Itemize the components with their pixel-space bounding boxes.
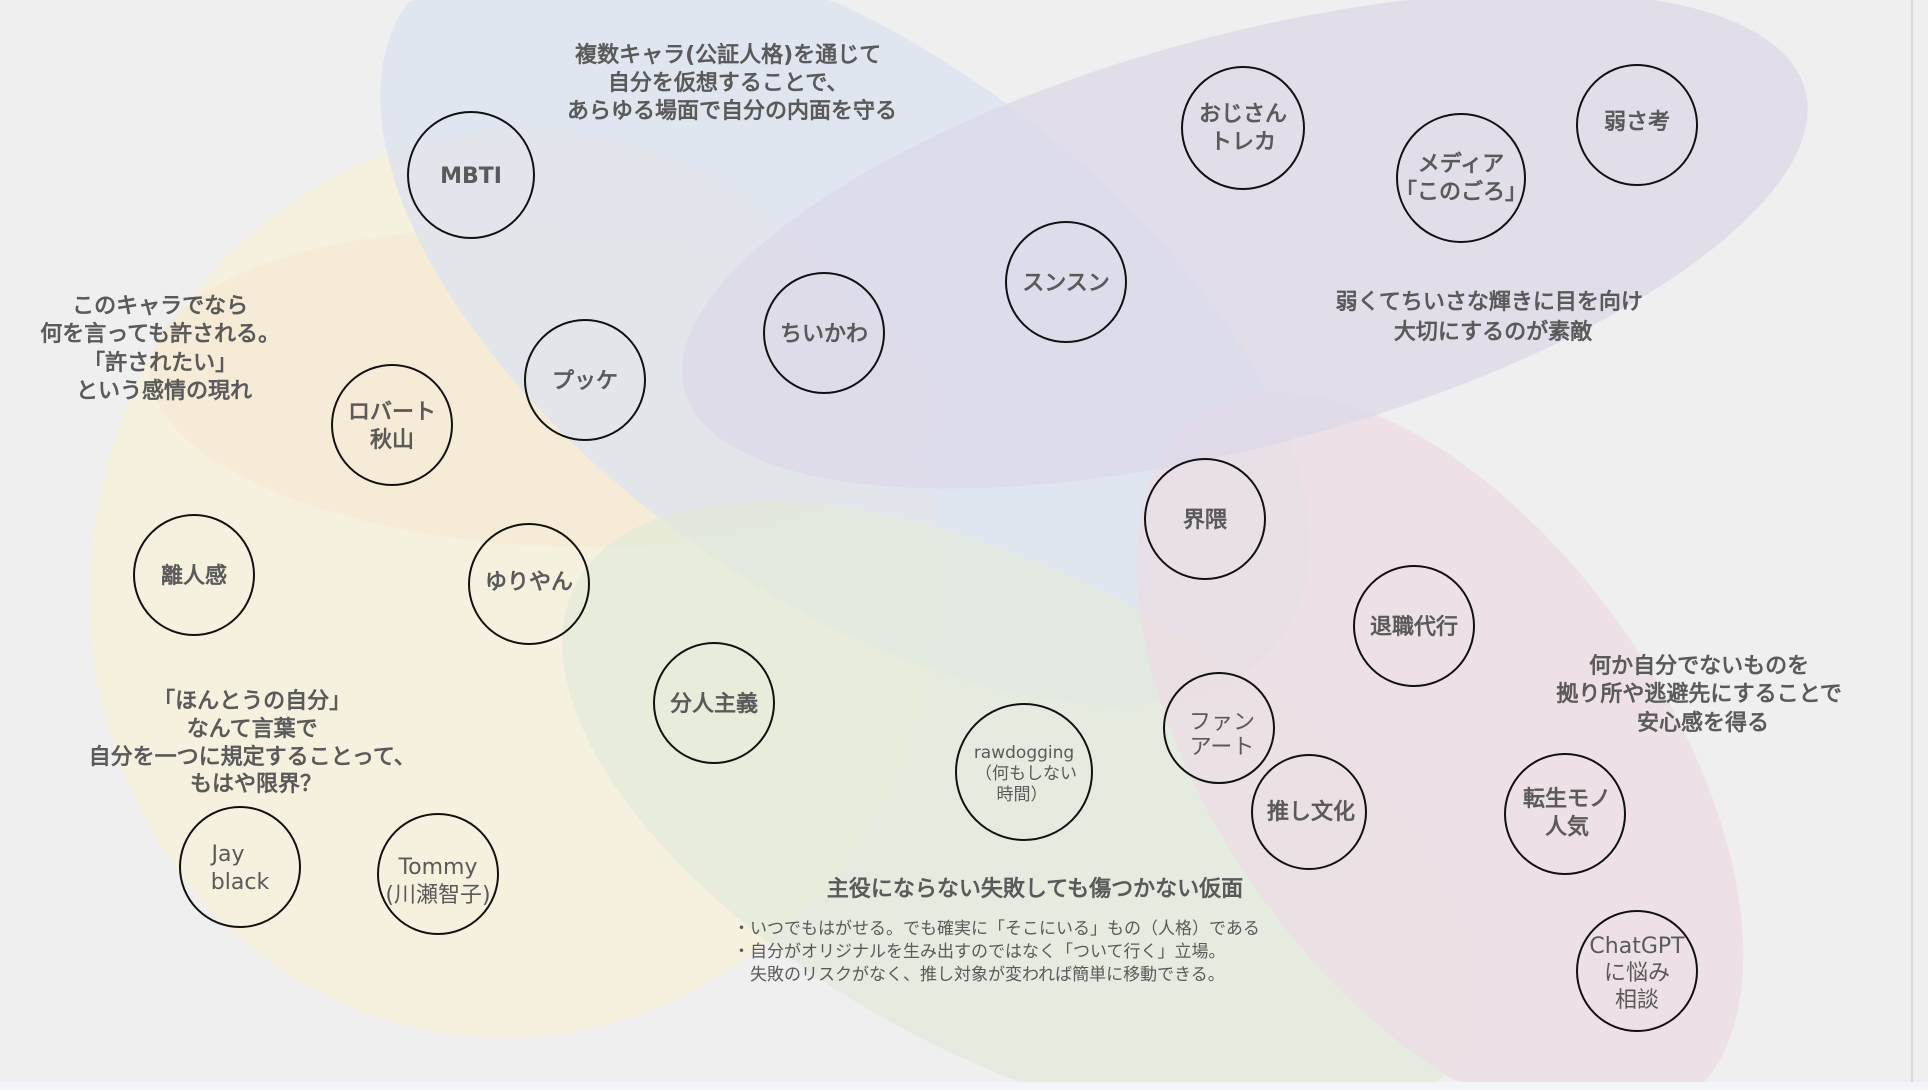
node-fan-art[interactable]: ファンアート [1163,672,1275,784]
node-rijinkan[interactable]: 離人感 [133,514,255,636]
node-yowasa-kou[interactable]: 弱さ考 [1576,64,1698,186]
node-label: ロバート秋山 [348,400,436,453]
node-label: 転生モノ人気 [1523,786,1611,840]
node-tensei-mono[interactable]: 転生モノ人気 [1504,753,1626,875]
caption-mask-title: 主役にならない失敗しても傷つかない仮面 [827,876,1243,902]
node-label: MBTI [440,164,502,189]
node-chiikawa[interactable]: ちいかわ [763,272,885,394]
node-label: ちいかわ [780,322,868,347]
node-kaiwai[interactable]: 界隈 [1144,458,1266,580]
node-label: ゆりやん [485,570,573,595]
node-label: rawdogging（何もしない時間） [974,743,1077,805]
node-oshi-bunka[interactable]: 推し文化 [1251,754,1367,870]
purple-group-blob [682,0,1808,489]
node-yuriyan[interactable]: ゆりやん [468,523,590,645]
node-rawdogging[interactable]: rawdogging（何もしない時間） [955,703,1093,841]
node-label: 推し文化 [1267,799,1355,825]
node-bunjin-shugi[interactable]: 分人主義 [653,642,775,764]
node-label: スンスン [1022,271,1110,296]
node-label: ファンアート [1189,710,1255,760]
bottom-edge-strip [0,1082,1928,1090]
node-label: 界隈 [1183,508,1228,533]
node-sunsun[interactable]: スンスン [1005,221,1127,343]
node-label: 退職代行 [1370,614,1458,640]
node-label: プッケ [552,369,618,394]
caption-multi-persona: 複数キャラ(公証人格)を通じて 自分を仮想することで、 あらゆる場面で自分の内面… [567,42,897,124]
pink-group-blob [1136,392,1744,1083]
caption-mask-bullets: ・いつでもはがせる。でも確実に「そこにいる」もの（人格）である ・自分がオリジナ… [733,919,1265,985]
group-blobs [89,0,1808,1083]
node-label: 分人主義 [670,691,758,717]
node-label: Tommy(川瀬智子) [385,855,490,908]
node-label: 弱さ考 [1604,110,1670,135]
caption-refuge: 何か自分でないものを 拠り所や逃避先にすることで 安心感を得る [1556,653,1849,736]
caption-true-self: 「ほんとうの自分」 なんて言葉で 自分を一つに規定することって、 もはや限界？ [89,688,424,797]
node-mbti[interactable]: MBTI [407,111,535,239]
node-robert-akiyama[interactable]: ロバート秋山 [331,364,453,486]
node-taishoku-daikou[interactable]: 退職代行 [1353,565,1475,687]
caption-small-shine: 弱くてちいさな輝きに目を向け 大切にするのが素敵 [1335,289,1650,345]
node-label: 離人感 [161,563,227,589]
node-media-konogoro[interactable]: メディア「このごろ」 [1395,113,1527,243]
node-label: メディア「このごろ」 [1395,151,1527,205]
caption-forgiven: このキャラでなら 何を言っても許される。 「許されたい」 という感情の現れ [40,294,287,404]
node-pukke[interactable]: プッケ [524,319,646,441]
node-tommy[interactable]: Tommy(川瀬智子) [377,813,499,935]
node-label: おじさんトレカ [1199,102,1287,155]
node-ojisan-toreka[interactable]: おじさんトレカ [1181,66,1305,190]
green-group-blob [562,501,1474,1082]
